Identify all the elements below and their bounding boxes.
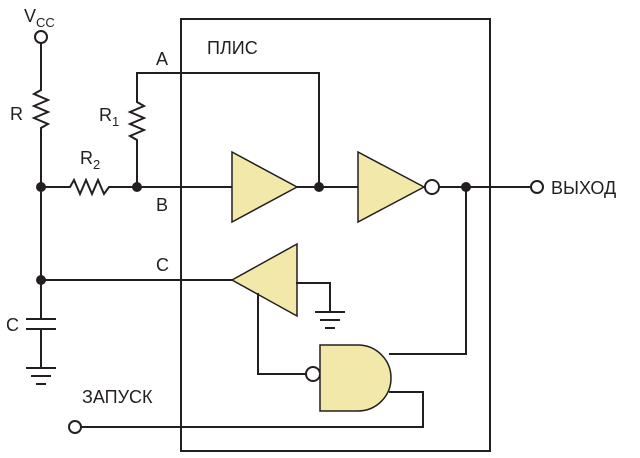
inverter-bubble bbox=[424, 179, 440, 195]
nand-gate bbox=[319, 344, 392, 412]
node-c-label: C bbox=[156, 255, 169, 275]
wire-comparator-nand bbox=[257, 293, 307, 375]
fpga-box bbox=[180, 18, 491, 452]
r2-label: R2 bbox=[80, 148, 100, 172]
fpga-label: ПЛИС bbox=[207, 38, 258, 58]
wire-comparator-ground bbox=[296, 282, 331, 313]
buffer-gate bbox=[231, 150, 299, 224]
resistor-r bbox=[31, 84, 51, 134]
node-b-label: B bbox=[156, 195, 168, 215]
output-label: ВЫХОД bbox=[551, 178, 616, 198]
r-label: R bbox=[10, 104, 23, 124]
vcc-label: VCC bbox=[24, 6, 55, 30]
output-terminal bbox=[530, 180, 544, 194]
comparator-gate bbox=[230, 242, 298, 318]
junction-dot bbox=[36, 275, 46, 285]
ground-symbol-comparator bbox=[315, 311, 345, 329]
vcc-terminal bbox=[34, 30, 48, 44]
r1-label: R1 bbox=[99, 105, 119, 129]
node-a-label: A bbox=[156, 49, 168, 69]
resistor-r2 bbox=[64, 177, 115, 197]
wire-nand-trigger bbox=[389, 391, 424, 428]
trigger-label: ЗАПУСК bbox=[82, 387, 153, 407]
ground-symbol-capacitor bbox=[26, 367, 56, 385]
capacitor-label: C bbox=[6, 315, 19, 335]
resistor-r1 bbox=[127, 96, 147, 146]
junction-dot bbox=[132, 182, 142, 192]
capacitor bbox=[26, 318, 56, 330]
junction-dot bbox=[314, 182, 324, 192]
trigger-terminal bbox=[68, 420, 82, 434]
junction-dot bbox=[461, 182, 471, 192]
nand-inverted-input bbox=[305, 366, 321, 382]
junction-dot bbox=[36, 182, 46, 192]
inverter-gate bbox=[357, 150, 426, 224]
